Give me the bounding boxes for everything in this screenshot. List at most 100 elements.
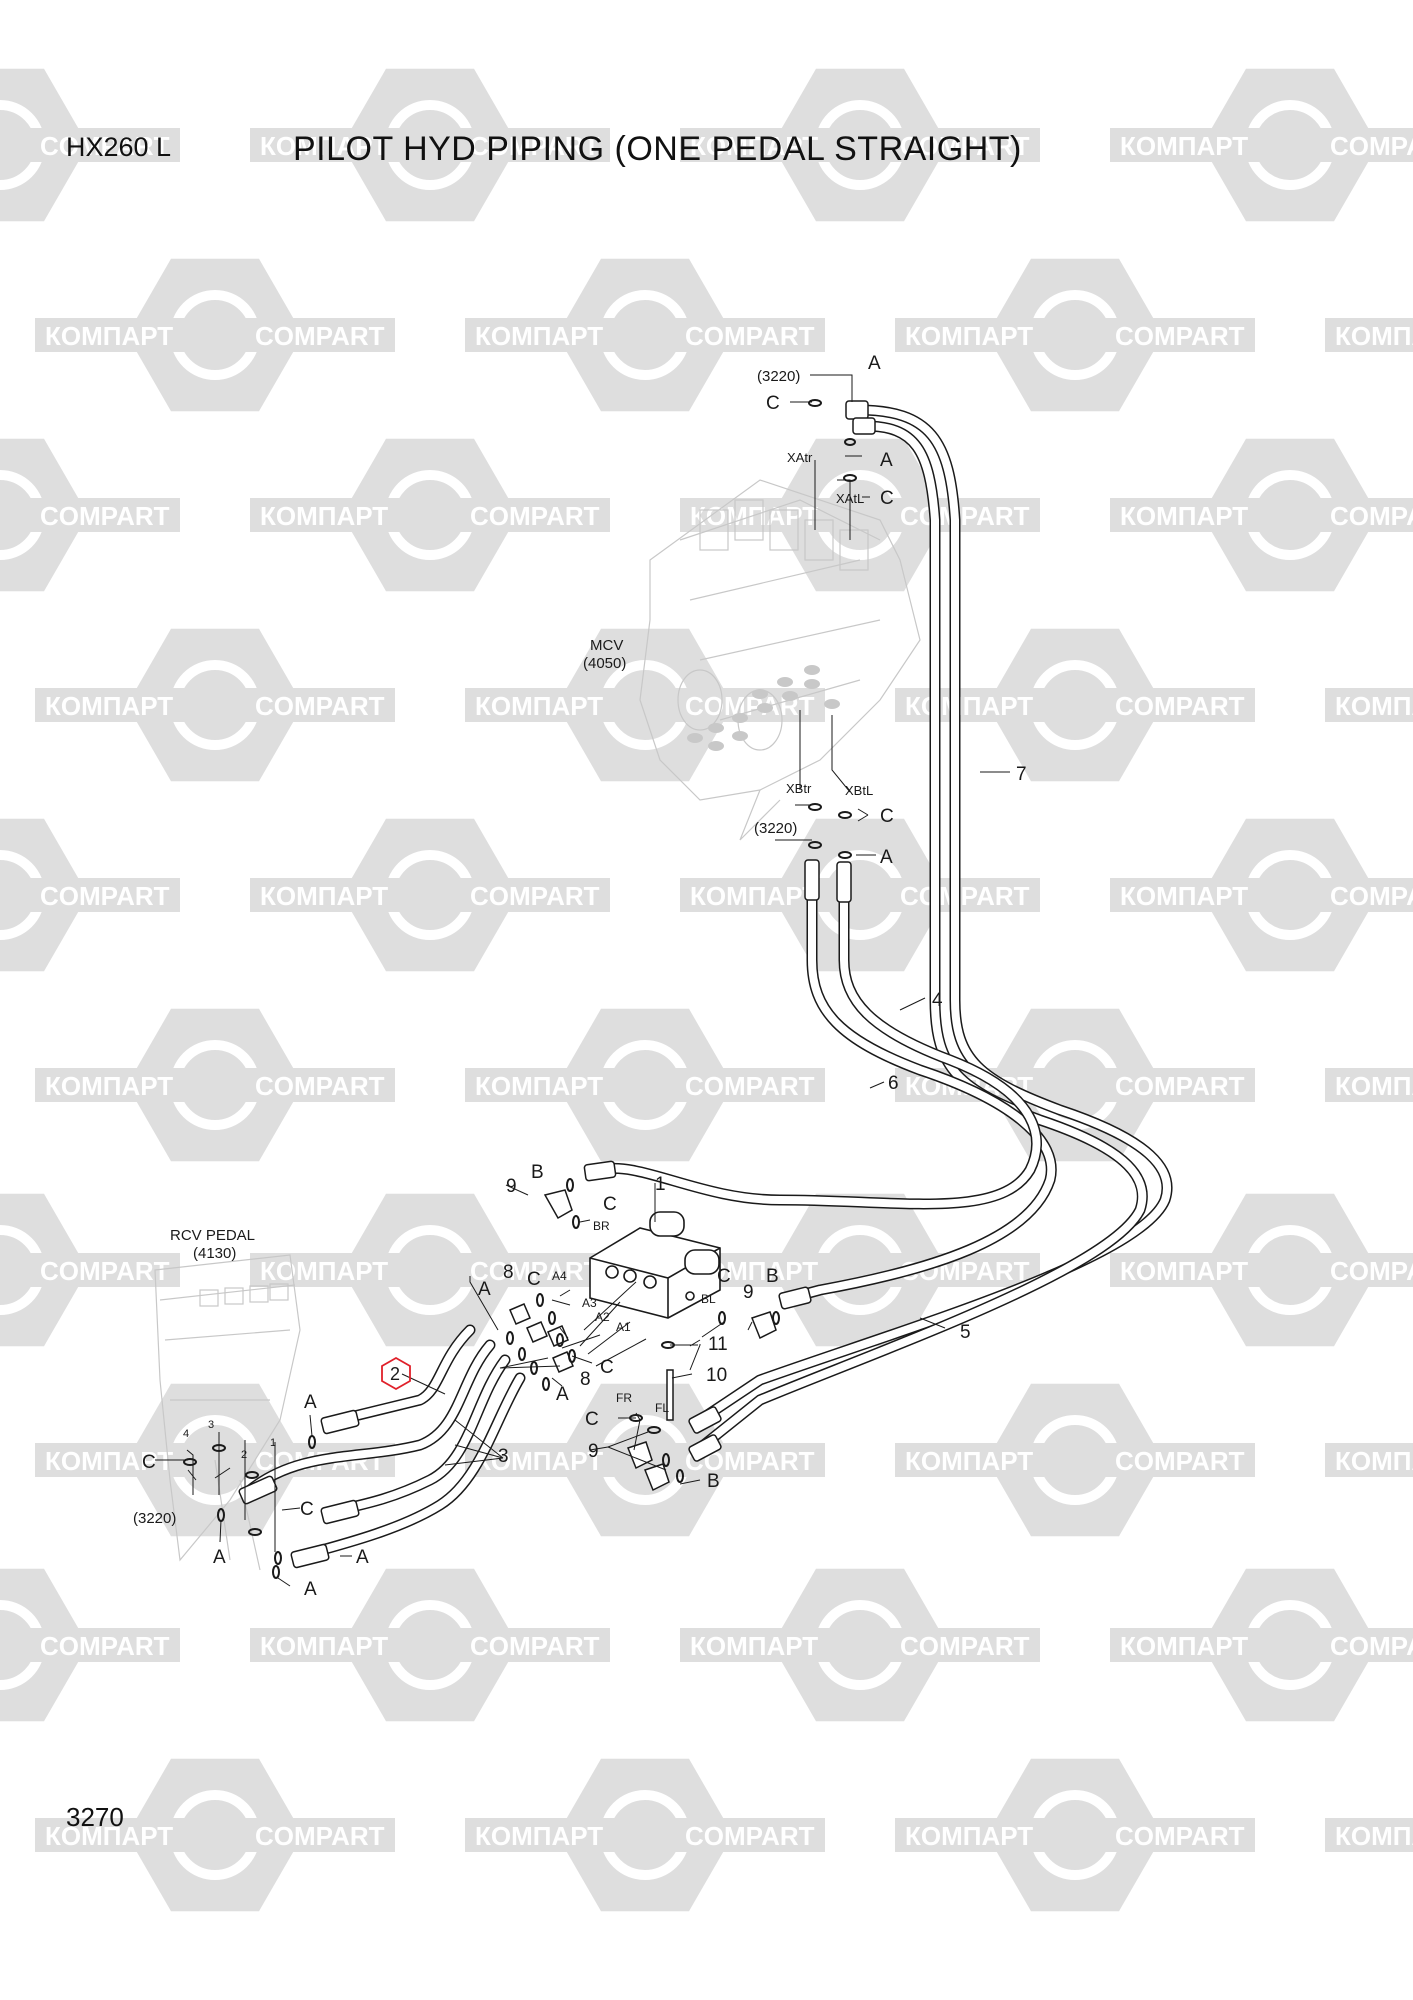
- port-br: BR: [593, 1219, 610, 1233]
- watermark-text-cyrillic: КОМПАРТ: [475, 1821, 603, 1851]
- watermark-band: [465, 1818, 825, 1852]
- hose-fittings: [238, 400, 876, 1569]
- watermark-text-cyrillic: КОМПАРТ: [45, 1071, 173, 1101]
- label-c-mid: C: [880, 806, 894, 827]
- watermark-text-cyrillic: КОМПАРТ: [475, 1446, 603, 1476]
- watermark-band: [1325, 1443, 1413, 1477]
- watermark-text-latin: COMPART: [1330, 501, 1413, 531]
- watermark-text-cyrillic: КОМПАРТ: [1120, 131, 1248, 161]
- watermark-text-cyrillic: КОМПАРТ: [475, 691, 603, 721]
- hose-3b: [324, 1354, 511, 1518]
- watermark-text-cyrillic: КОМПАРТ: [1120, 881, 1248, 911]
- watermark-band: [1110, 878, 1413, 912]
- hose-3c: [294, 1372, 526, 1562]
- watermark-text-latin: COMPART: [470, 1256, 600, 1286]
- watermark-text-cyrillic: КОМПАРТ: [45, 1821, 173, 1851]
- watermark-text-cyrillic: КОМПАРТ: [905, 321, 1033, 351]
- part-2: 2: [390, 1364, 400, 1384]
- part-9-top: 9: [506, 1176, 517, 1197]
- watermark-band: [1110, 1628, 1413, 1662]
- watermark-text-cyrillic: КОМПАРТ: [1120, 1631, 1248, 1661]
- watermark-text-latin: COMPART: [1330, 1631, 1413, 1661]
- watermark-text-cyrillic: КОМПАРТ: [690, 1631, 818, 1661]
- model-label: HX260 L: [66, 132, 172, 162]
- port-a1: A1: [616, 1320, 631, 1334]
- label-a-rcv1: A: [304, 1392, 317, 1413]
- hose-assemblies: [244, 404, 1173, 1562]
- part-3: 3: [498, 1446, 509, 1467]
- port-bl: BL: [701, 1292, 716, 1306]
- part-1: 1: [655, 1174, 666, 1195]
- watermark-band: [250, 128, 610, 162]
- watermark-text-latin: COMPART: [1115, 691, 1245, 721]
- watermark-band: [895, 1818, 1255, 1852]
- label-b-1: B: [531, 1162, 544, 1183]
- watermark-band: [1110, 1253, 1413, 1287]
- label-c-rcv1: C: [142, 1452, 156, 1473]
- mcv-ref: (4050): [583, 655, 626, 672]
- ref-3220-mid: (3220): [754, 820, 797, 837]
- part-10: 10: [706, 1365, 727, 1386]
- label-c-a4: C: [527, 1269, 541, 1290]
- watermark-text-latin: COMPART: [685, 1071, 815, 1101]
- watermark-band: [35, 1818, 395, 1852]
- port-a3: A3: [582, 1296, 597, 1310]
- watermark-text-latin: COMPART: [1115, 1071, 1245, 1101]
- part-8-top: 8: [503, 1262, 514, 1283]
- watermark-band: [1325, 1818, 1413, 1852]
- watermark-text-cyrillic: КОМПАРТ: [690, 881, 818, 911]
- watermark-text-latin: COMPART: [40, 1631, 170, 1661]
- ref-3220-rcv: (3220): [133, 1510, 176, 1527]
- watermark-text-latin: COMPART: [255, 1071, 385, 1101]
- watermark-text-latin: COMPART: [900, 131, 1030, 161]
- watermark-band: [680, 498, 1040, 532]
- watermark-band: [1110, 498, 1413, 532]
- watermark-text-latin: COMPART: [40, 881, 170, 911]
- watermark-band: [465, 1068, 825, 1102]
- small-3: 3: [208, 1419, 214, 1431]
- port-a4: A4: [552, 1269, 567, 1283]
- watermark-text-latin: COMPART: [255, 1821, 385, 1851]
- watermark-text-cyrillic: КОМПАРТ: [260, 131, 388, 161]
- watermark-band: [250, 1628, 610, 1662]
- watermark-text-latin: COMPART: [470, 881, 600, 911]
- watermark-pattern: КОМПАРТ COMPART КОМПАРТ COMPART КОМПАРТ COMPA…: [0, 68, 1413, 1912]
- label-c-bl: C: [717, 1266, 731, 1287]
- label-a-rcv2: A: [213, 1547, 226, 1568]
- label-a-8: A: [556, 1384, 569, 1405]
- watermark-text-cyrillic: КОМПАРТ: [690, 131, 818, 161]
- label-a-rcv3: A: [356, 1547, 369, 1568]
- page-number: 3270: [66, 1802, 124, 1832]
- label-a-left: A: [478, 1279, 491, 1300]
- watermark-band: [1325, 688, 1413, 722]
- watermark-text-latin: COMPART: [470, 501, 600, 531]
- shuttle-valve-block: [589, 1211, 721, 1319]
- watermark-text-cyrillic: КОМПАРТ: [1335, 1821, 1413, 1851]
- watermark-text-latin: COMPART: [255, 691, 385, 721]
- label-c-top2: C: [880, 488, 894, 509]
- watermark-text-latin: COMPART: [900, 501, 1030, 531]
- watermark-band: [250, 498, 610, 532]
- small-1: 1: [270, 1437, 276, 1449]
- watermark-band: [35, 318, 395, 352]
- watermark-text-cyrillic: КОМПАРТ: [260, 881, 388, 911]
- page-title: PILOT HYD PIPING (ONE PEDAL STRAIGHT): [293, 130, 1022, 168]
- hose-6: [594, 874, 1042, 1210]
- watermark-band: [0, 128, 180, 162]
- watermark-text-cyrillic: КОМПАРТ: [260, 501, 388, 531]
- watermark-text-cyrillic: КОМПАРТ: [1120, 1256, 1248, 1286]
- part-6: 6: [888, 1073, 899, 1094]
- watermark-band: [1325, 318, 1413, 352]
- part-4: 4: [932, 990, 943, 1011]
- part-7: 7: [1016, 764, 1027, 785]
- watermark-text-cyrillic: КОМПАРТ: [45, 321, 173, 351]
- watermark-text-latin: COMPART: [685, 321, 815, 351]
- leader-lines: [155, 374, 1010, 1587]
- watermark-text-cyrillic: КОМПАРТ: [1335, 321, 1413, 351]
- mcv-valve-ghost: [639, 479, 921, 841]
- label-c-top: C: [766, 393, 780, 414]
- hose-3a: [244, 1339, 496, 1496]
- label-c-8: C: [600, 1357, 614, 1378]
